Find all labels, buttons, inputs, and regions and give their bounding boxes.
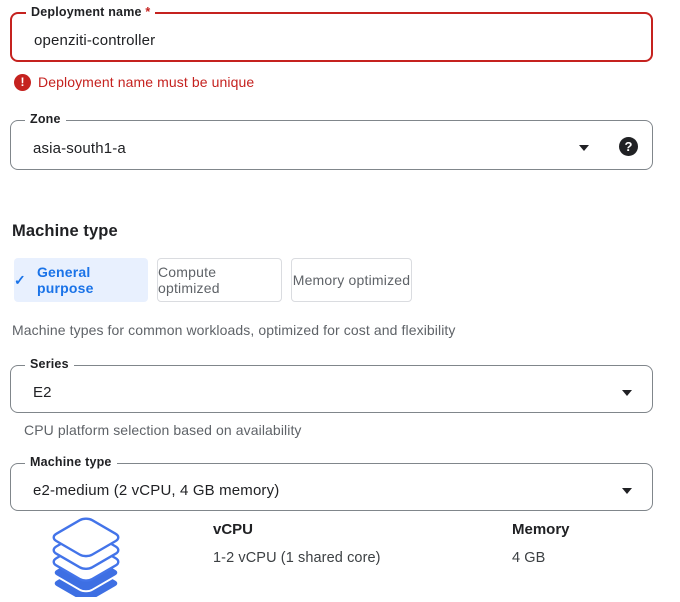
tab-memory-optimized-label: Memory optimized [292,272,411,288]
machine-type-description: Machine types for common workloads, opti… [12,322,456,338]
error-message: Deployment name must be unique [38,74,255,90]
zone-label: Zone [25,112,66,126]
vcpu-header: vCPU [213,521,254,538]
deployment-name-error: ! Deployment name must be unique [14,73,653,91]
stacked-layers-icon [10,513,213,602]
required-asterisk: * [145,5,151,19]
machine-type-value: e2-medium (2 vCPU, 4 GB memory) [33,481,280,499]
series-value: E2 [33,383,52,401]
deployment-name-label-text: Deployment name [31,5,142,19]
machine-type-label: Machine type [25,455,117,469]
machine-family-tabs: ✓ General purpose Compute optimized Memo… [14,258,653,302]
check-icon: ✓ [14,271,26,288]
chevron-down-icon[interactable] [579,145,589,151]
stacked-layers-svg [37,513,135,602]
series-select[interactable]: Series E2 [10,357,653,413]
series-label: Series [25,357,74,371]
deployment-form: Deployment name * ! Deployment name must… [0,5,680,602]
memory-value: 4 GB [512,550,546,566]
series-helper-text: CPU platform selection based on availabi… [24,422,302,438]
deployment-name-input[interactable] [12,25,432,49]
zone-value: asia-south1-a [33,139,126,157]
machine-type-select[interactable]: Machine type e2-medium (2 vCPU, 4 GB mem… [10,455,653,511]
tab-memory-optimized[interactable]: Memory optimized [291,258,412,302]
vcpu-value: 1-2 vCPU (1 shared core) [213,550,381,566]
tab-general-purpose-label: General purpose [36,264,94,296]
tab-compute-optimized-label: Compute optimized [158,264,220,296]
machine-type-heading: Machine type [12,222,118,240]
help-icon[interactable]: ? [619,137,638,156]
zone-select[interactable]: Zone asia-south1-a ? [10,112,653,170]
chevron-down-icon[interactable] [622,488,632,494]
deployment-name-label: Deployment name * [26,5,156,19]
tab-compute-optimized[interactable]: Compute optimized [157,258,282,302]
vcpu-column: vCPU 1-2 vCPU (1 shared core) [213,513,512,586]
memory-header: Memory [512,521,570,538]
machine-summary: vCPU 1-2 vCPU (1 shared core) Memory 4 G… [10,513,653,602]
tab-general-purpose[interactable]: ✓ General purpose [14,258,148,302]
chevron-down-icon[interactable] [622,390,632,396]
deployment-name-field[interactable]: Deployment name * [10,5,653,62]
error-icon: ! [14,73,31,91]
memory-column: Memory 4 GB [512,513,570,586]
